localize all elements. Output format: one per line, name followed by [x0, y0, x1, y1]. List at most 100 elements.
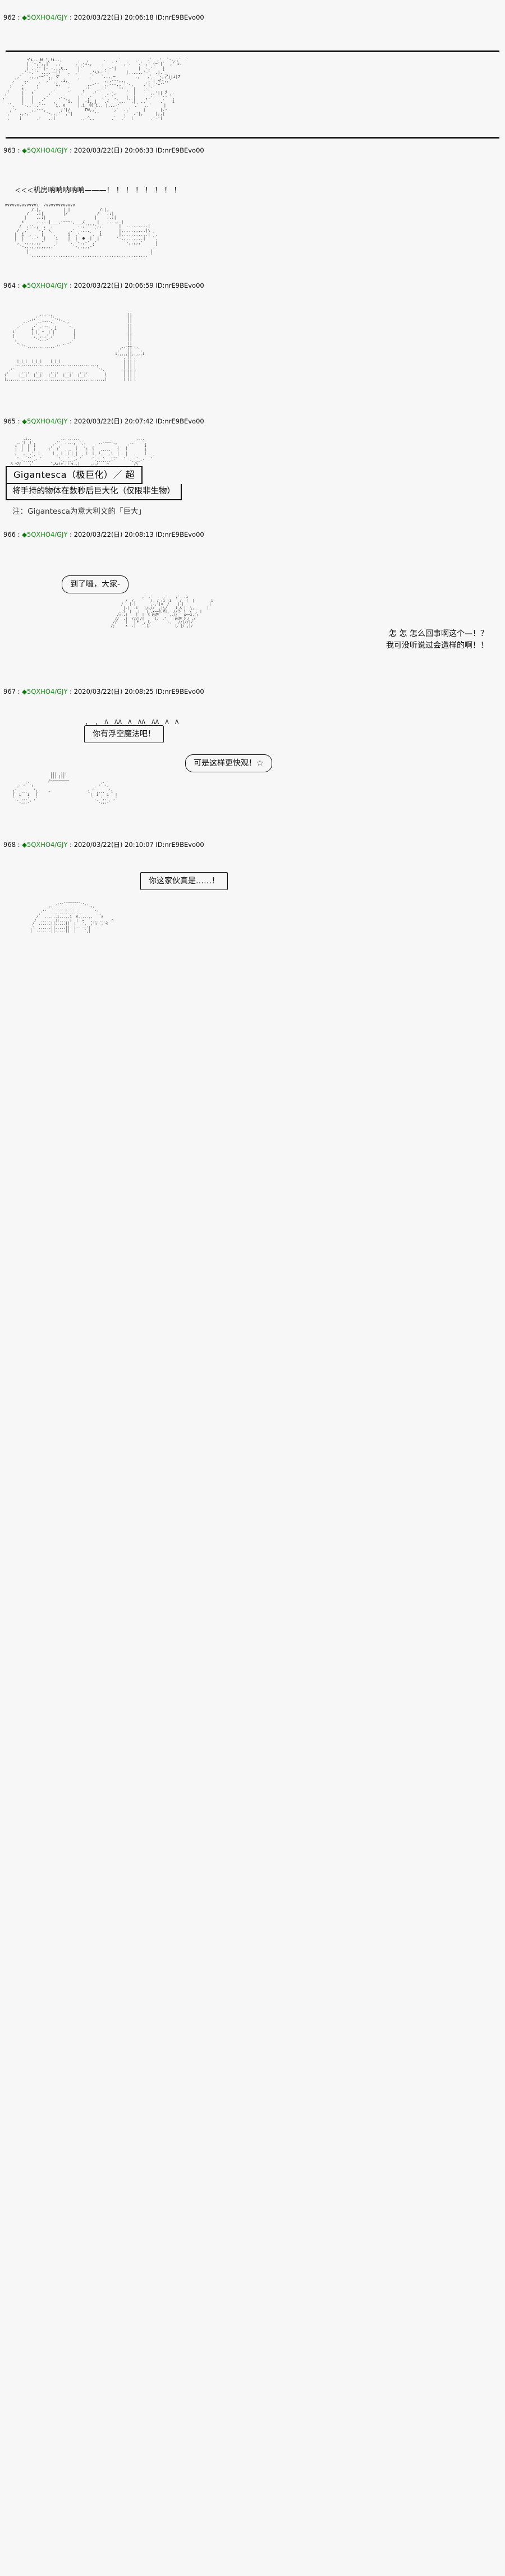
post-sep2: : [67, 282, 74, 290]
post-uid: ID:nrE9BEvo00 [155, 840, 204, 849]
post-header-964: 964 : ◆5QXHO4/GJY : 2020/03/22(日) 20:06:… [0, 279, 505, 291]
post-date: 2020/03/22(日) 20:08:25 [74, 688, 154, 695]
gap [0, 652, 505, 685]
gap [0, 540, 505, 573]
shout-text: 机房呐呐呐呐呐 [33, 186, 85, 195]
post-uid: ID:nrE9BEvo00 [155, 688, 204, 695]
post-sep2: : [67, 531, 74, 539]
diamond-icon: ◆ [22, 840, 27, 849]
post-header-968: 968 : ◆5QXHO4/GJY : 2020/03/22(日) 20:10:… [0, 838, 505, 850]
handle-text: 5QXHO4/GJY [27, 688, 68, 695]
post-number: 967 [3, 688, 16, 695]
post-sep: : [15, 146, 22, 155]
post-number: 968 [3, 840, 16, 849]
skill-note: 注：Gigantesca为意大利文的「巨大」 [12, 507, 146, 517]
top-spacer [0, 0, 505, 11]
aa-art-964: ,,,.,, || ,,'' ''-,, || ,,-'' ,.-~~-, ''… [4, 313, 145, 381]
speech-bubble-faster: 可是这样更快观！☆ [185, 754, 272, 772]
gap [0, 120, 505, 131]
post-sep2: : [67, 840, 74, 849]
aa-art-966: ,' ,' ,' ,' .i ` / /, / / ;i i / | | i /… [111, 596, 222, 628]
divider-rule-1 [6, 50, 499, 52]
bubble-row-float: 你有浮空魔法吧！ [0, 725, 505, 743]
post-handle[interactable]: ◆5QXHO4/GJY [22, 531, 67, 538]
aa-art-968: ,,.-~~~~~~-,, ,,-'' ''-,, ,,' ..........… [30, 901, 114, 933]
gap [0, 805, 505, 838]
diamond-icon: ◆ [22, 13, 27, 21]
post-sep: : [15, 13, 22, 21]
post-header-966: 966 : ◆5QXHO4/GJY : 2020/03/22(日) 20:08:… [0, 528, 505, 540]
post-sep: : [15, 417, 22, 426]
post-sep: : [15, 282, 22, 290]
diamond-icon: ◆ [22, 417, 27, 426]
shout-tail: ———！ ！ ！ ！ ！ ！ ！ ！ [84, 186, 181, 195]
post-header-962: 962 : ◆5QXHO4/GJY : 2020/03/22(日) 20:06:… [0, 11, 505, 22]
post-uid: ID:nrE9BEvo00 [155, 146, 204, 155]
post-uid: ID:nrE9BEvo00 [155, 13, 204, 21]
diamond-icon: ◆ [22, 531, 27, 539]
post-sep2: : [67, 417, 74, 426]
post-sep2: : [67, 13, 74, 21]
gap [0, 743, 505, 754]
gap [0, 517, 505, 528]
post-date: 2020/03/22(日) 20:10:07 [74, 840, 154, 849]
post-header-967: 967 : ◆5QXHO4/GJY : 2020/03/22(日) 20:08:… [0, 685, 505, 697]
post-sep2: : [67, 688, 74, 695]
aa-art-963: ∨∨∨∨∨∨∨∨∨∨∨∨∨\ /∨∨∨∨∨∨∨∨∨∨∨∨ /.|, | | /.… [4, 203, 158, 257]
post-handle[interactable]: ◆5QXHO4/GJY [22, 688, 67, 695]
speech-shock-line2: 我可没听说过会造样的啊！！ [386, 641, 488, 650]
post-uid: ID:nrE9BEvo00 [155, 531, 204, 539]
aa-art-962: イi.. Ʉ ',!i.., , . ,` ,. .` ,' `-.,,` ` … [2, 58, 189, 121]
gap [0, 155, 505, 178]
gap [0, 426, 505, 437]
divider-rule-2 [6, 137, 499, 139]
post-sep: : [15, 531, 22, 539]
post-date: 2020/03/22(日) 20:07:42 [74, 417, 154, 426]
post-uid: ID:nrE9BEvo00 [155, 417, 204, 426]
aa-art-965: .i,, ,.,,,,,., ,,,. ,.'| |`, ,'' ,,,,, `… [10, 437, 155, 466]
gap [0, 890, 505, 901]
post-header-965: 965 : ◆5QXHO4/GJY : 2020/03/22(日) 20:07:… [0, 415, 505, 426]
aa-art-967: ||| ||| ||| ||| /⌒⌒⌒⌒⌒⌒⌒⌒⌒ ,.,'`., ,'`, … [12, 772, 117, 805]
gap [0, 381, 505, 415]
diamond-icon: ◆ [22, 282, 27, 290]
post-number: 965 [3, 417, 16, 426]
gap [0, 257, 505, 279]
post-number: 966 [3, 531, 16, 539]
speech-shock-line1: 怎 怎 怎么回事啊这个—！？ [389, 629, 488, 638]
post-number: 963 [3, 146, 16, 155]
skill-card-gigantesca: Gigantesca（极巨化）／ 超 将手持的物体在数秒后巨大化（仅限非生物） [6, 466, 182, 501]
bubble-row-faster: 可是这样更快观！☆ [0, 754, 505, 772]
post-handle[interactable]: ◆5QXHO4/GJY [22, 282, 67, 289]
diamond-icon: ◆ [22, 688, 27, 695]
post-sep: : [15, 840, 22, 849]
skill-title: Gigantesca（极巨化）／ 超 [6, 466, 143, 485]
post-handle[interactable]: ◆5QXHO4/GJY [22, 417, 67, 425]
post-uid: ID:nrE9BEvo00 [155, 282, 204, 290]
post-sep: : [15, 688, 22, 695]
handle-text: 5QXHO4/GJY [27, 840, 68, 849]
post-date: 2020/03/22(日) 20:06:59 [74, 282, 154, 290]
post-date: 2020/03/22(日) 20:06:33 [74, 146, 154, 155]
handle-text: 5QXHO4/GJY [27, 417, 68, 426]
bubble-row-arrival: 到了囉，大家- [0, 575, 505, 594]
post-number: 962 [3, 13, 16, 21]
diamond-icon: ◆ [22, 146, 27, 155]
shout-line-963: ＜＜＜机房呐呐呐呐呐———！ ！ ！ ！ ！ ！ ！ ！ [0, 178, 505, 203]
gap [0, 697, 505, 719]
post-sep2: : [67, 146, 74, 155]
post-date: 2020/03/22(日) 20:08:13 [74, 531, 154, 539]
skill-description: 将手持的物体在数秒后巨大化（仅限非生物） [6, 484, 182, 501]
handle-text: 5QXHO4/GJY [27, 282, 68, 290]
bubble-row-shock: 怎 怎 怎么回事啊这个—！？ 我可没听说过会造样的啊！！ [0, 628, 505, 652]
post-handle[interactable]: ◆5QXHO4/GJY [22, 146, 67, 154]
shout-prefix: ＜＜＜ [15, 186, 34, 194]
speech-bubble-arrival: 到了囉，大家- [62, 575, 129, 594]
post-date: 2020/03/22(日) 20:06:18 [74, 13, 154, 21]
handle-text: 5QXHO4/GJY [27, 146, 68, 155]
bubble-row-zigzag: 你这家伙真是……！ [0, 872, 505, 890]
aa-wrap-968: ,,.-~~~~~~-,, ,,-'' ''-,, ,,' ..........… [0, 901, 505, 934]
speech-bubble-float-magic: 你有浮空魔法吧！ [84, 725, 164, 743]
post-handle[interactable]: ◆5QXHO4/GJY [22, 841, 67, 849]
post-handle[interactable]: ◆5QXHO4/GJY [22, 13, 67, 21]
